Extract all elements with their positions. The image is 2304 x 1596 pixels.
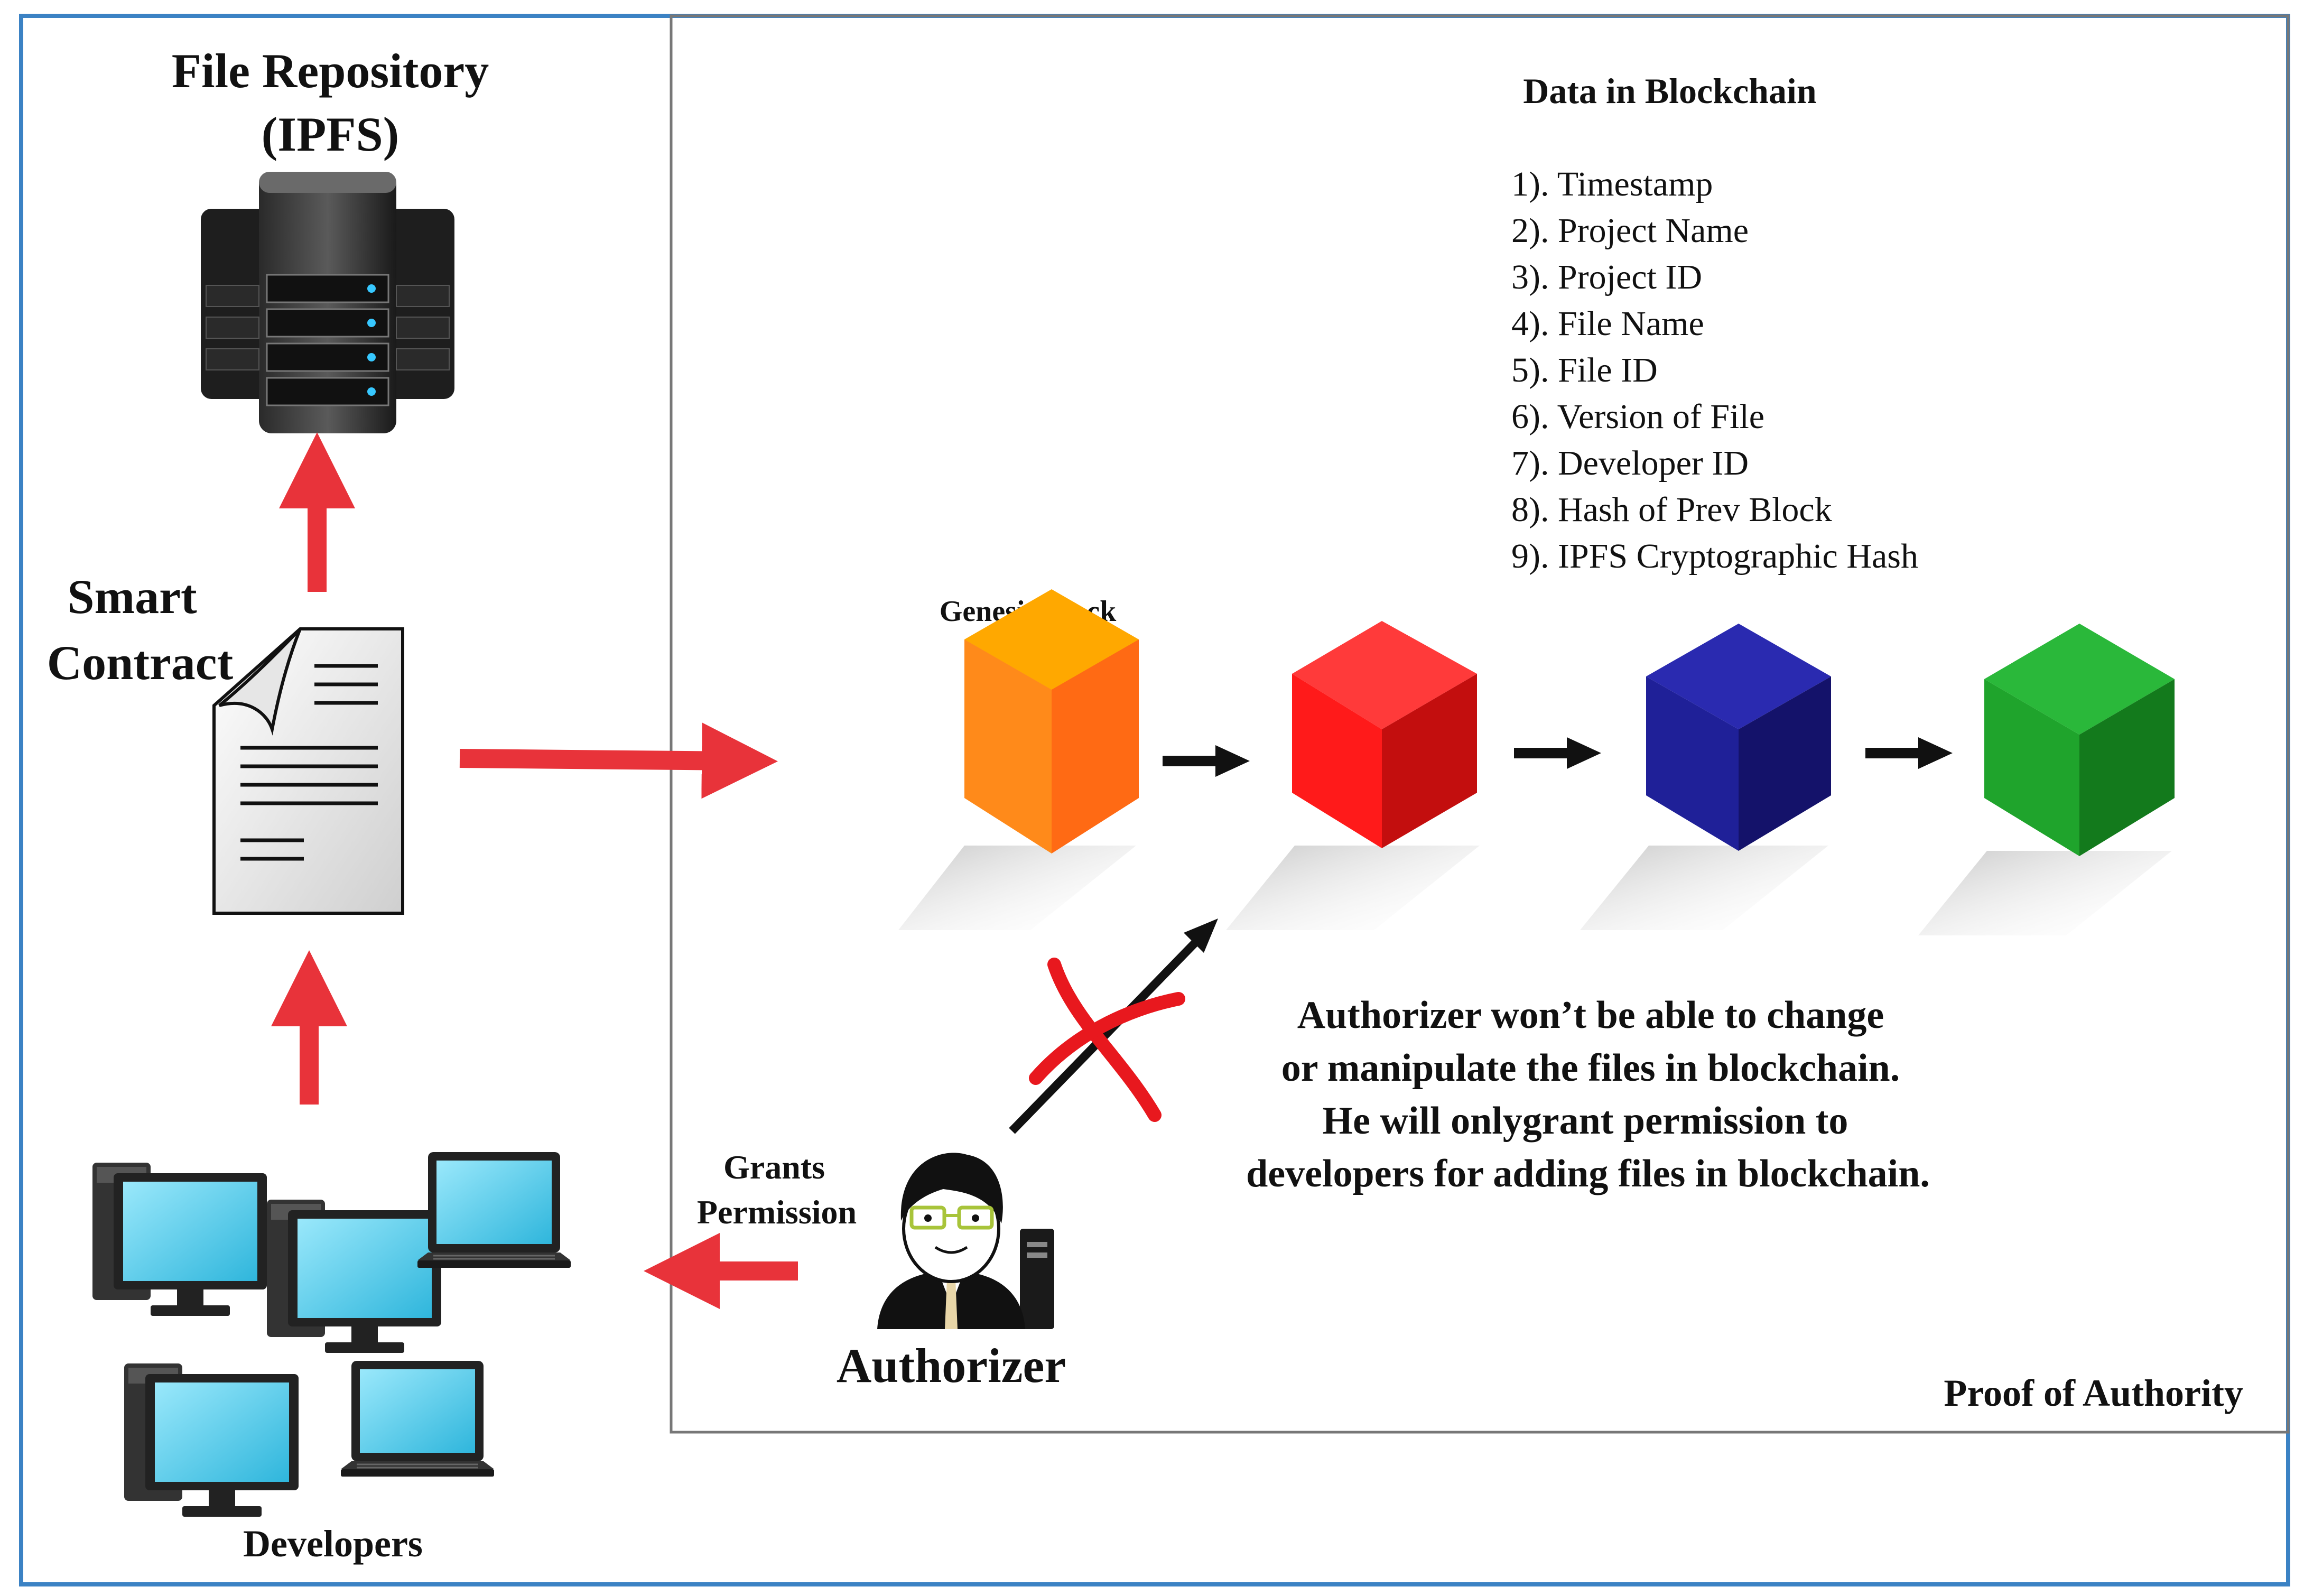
grants-permission-label-line1: Grants — [723, 1148, 825, 1186]
blue-block-cube — [1646, 624, 1831, 851]
note-line: He will onlygrant permission to — [1323, 1099, 1848, 1143]
data-item: 1). Timestamp — [1511, 165, 1713, 203]
smart-contract-label-line2: Contract — [47, 636, 234, 690]
data-item: 5). File ID — [1511, 351, 1658, 389]
data-item: 4). File Name — [1511, 304, 1704, 343]
data-item: 7). Developer ID — [1511, 444, 1749, 482]
data-item: 2). Project Name — [1511, 211, 1749, 250]
data-item: 6). Version of File — [1511, 397, 1764, 436]
server-rack-icon — [201, 172, 454, 433]
note-line: Authorizer won’t be able to change — [1297, 994, 1884, 1037]
data-items-list: 1). Timestamp 2). Project Name 3). Proje… — [1511, 165, 1918, 576]
red-block-cube — [1292, 621, 1477, 848]
grants-permission-label-line2: Permission — [697, 1193, 857, 1231]
chain-arrow-head — [1567, 737, 1601, 769]
note-line: developers for adding files in blockchai… — [1246, 1152, 1930, 1195]
data-in-blockchain-title: Data in Blockchain — [1523, 71, 1816, 111]
note-line: or manipulate the files in blockchain. — [1281, 1046, 1900, 1090]
arrow-authorizer-to-block-blocked — [1009, 932, 1205, 1134]
chain-arrows — [1163, 737, 1953, 777]
arrow-contract-to-blockchain — [459, 722, 778, 799]
red-cross-icon — [1029, 958, 1185, 1122]
smart-contract-label-line1: Smart — [67, 570, 197, 624]
genesis-block-cube — [964, 589, 1139, 853]
authorizer-note: Authorizer won’t be able to change or ma… — [1246, 994, 1930, 1195]
proof-of-authority-frame — [670, 14, 2290, 1434]
document-icon — [212, 627, 404, 915]
developers-label: Developers — [243, 1523, 423, 1565]
proof-of-authority-label: Proof of Authority — [1944, 1372, 2243, 1414]
authorizer-label: Authorizer — [837, 1339, 1066, 1393]
data-item: 8). Hash of Prev Block — [1511, 490, 1832, 529]
laptop-icon — [416, 1151, 572, 1269]
data-item: 9). IPFS Cryptographic Hash — [1511, 537, 1918, 576]
green-block-cube — [1984, 624, 2175, 856]
laptop-icon — [340, 1360, 495, 1478]
block-shadows — [898, 846, 2172, 935]
chain-arrow-head — [1918, 737, 1953, 769]
file-repository-title: File Repository — [172, 44, 489, 98]
arrow-authorizer-head — [1184, 918, 1218, 953]
data-item: 3). Project ID — [1511, 258, 1702, 296]
chain-arrow-head — [1215, 745, 1250, 777]
file-repository-subtitle: (IPFS) — [262, 107, 400, 161]
authorizer-person-icon — [877, 1153, 1054, 1329]
